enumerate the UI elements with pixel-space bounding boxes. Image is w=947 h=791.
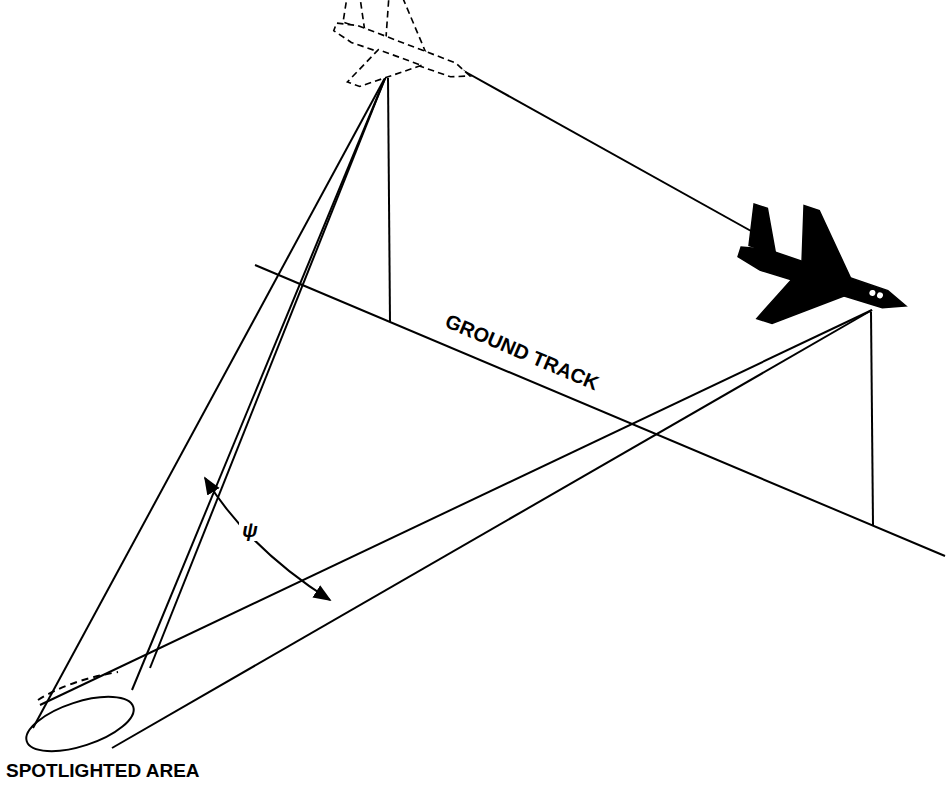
spotlight-ellipse — [20, 686, 140, 762]
area-label: SPOTLIGHTED AREA — [6, 761, 200, 780]
angle-symbol: ψ — [239, 519, 260, 541]
altitude-line — [871, 312, 873, 525]
beam-edge — [40, 310, 872, 705]
hidden-ellipse-edge — [38, 672, 118, 700]
beam-center-line — [132, 76, 386, 690]
beam-edge — [112, 310, 872, 748]
beam-edge — [33, 76, 386, 728]
aircraft-current-position — [721, 191, 926, 361]
ground-track-line — [255, 265, 945, 556]
beam-edge — [150, 76, 386, 668]
flight-path-line — [462, 70, 760, 236]
aircraft-previous-position — [318, 0, 488, 121]
track-label: GROUND TRACK — [442, 311, 601, 394]
angle-arc — [205, 478, 330, 600]
altitude-line — [388, 78, 390, 322]
